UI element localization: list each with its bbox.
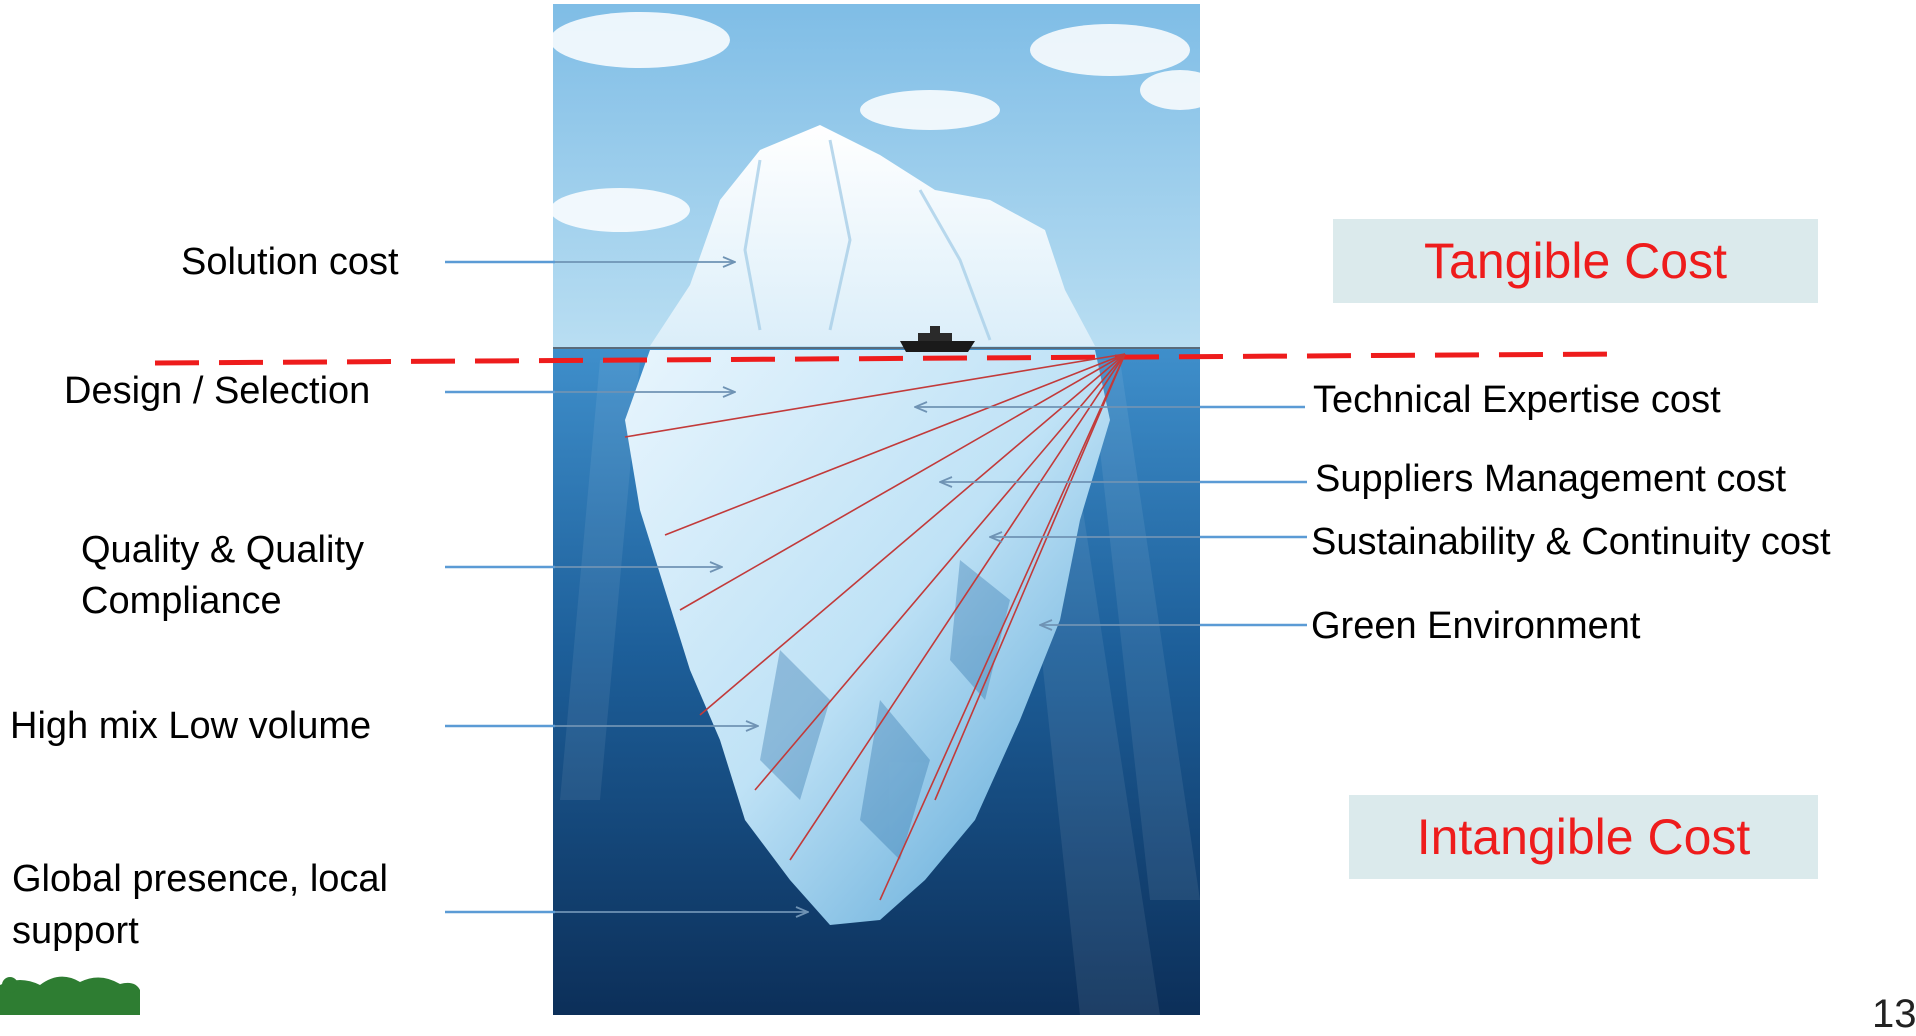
label-global-line2: support [12,910,139,952]
iceberg-tip-shading [743,139,992,341]
label-technical-expertise: Technical Expertise cost [1313,379,1721,421]
label-high-mix: High mix Low volume [10,705,372,747]
ship-icon [900,326,975,352]
intangible-cost-box: Intangible Cost [1349,795,1818,879]
label-quality-line2: Compliance [81,580,282,622]
slide: Solution cost Design / Selection Quality… [0,4,1916,1036]
iceberg-illustration [0,4,1626,1015]
label-sustainability: Sustainability & Continuity cost [1311,521,1831,563]
label-green-environment: Green Environment [1311,605,1641,647]
label-global-line1: Global presence, local [12,858,388,900]
clouds [550,12,1220,232]
label-quality-line1: Quality & Quality [81,529,364,571]
fan-lines [624,353,1126,901]
waterline-divider [154,351,1626,366]
label-design-selection: Design / Selection [64,370,371,412]
company-logo [0,976,140,1015]
right-pointers [915,407,1307,625]
iceberg-tip [650,125,1095,346]
label-solution-cost: Solution cost [181,241,399,283]
left-pointers [445,262,808,912]
tangible-cost-box: Tangible Cost [1333,219,1818,303]
slide-number: 13 [1872,992,1916,1036]
iceberg-underwater [625,350,1110,925]
label-suppliers-management: Suppliers Management cost [1315,458,1787,500]
